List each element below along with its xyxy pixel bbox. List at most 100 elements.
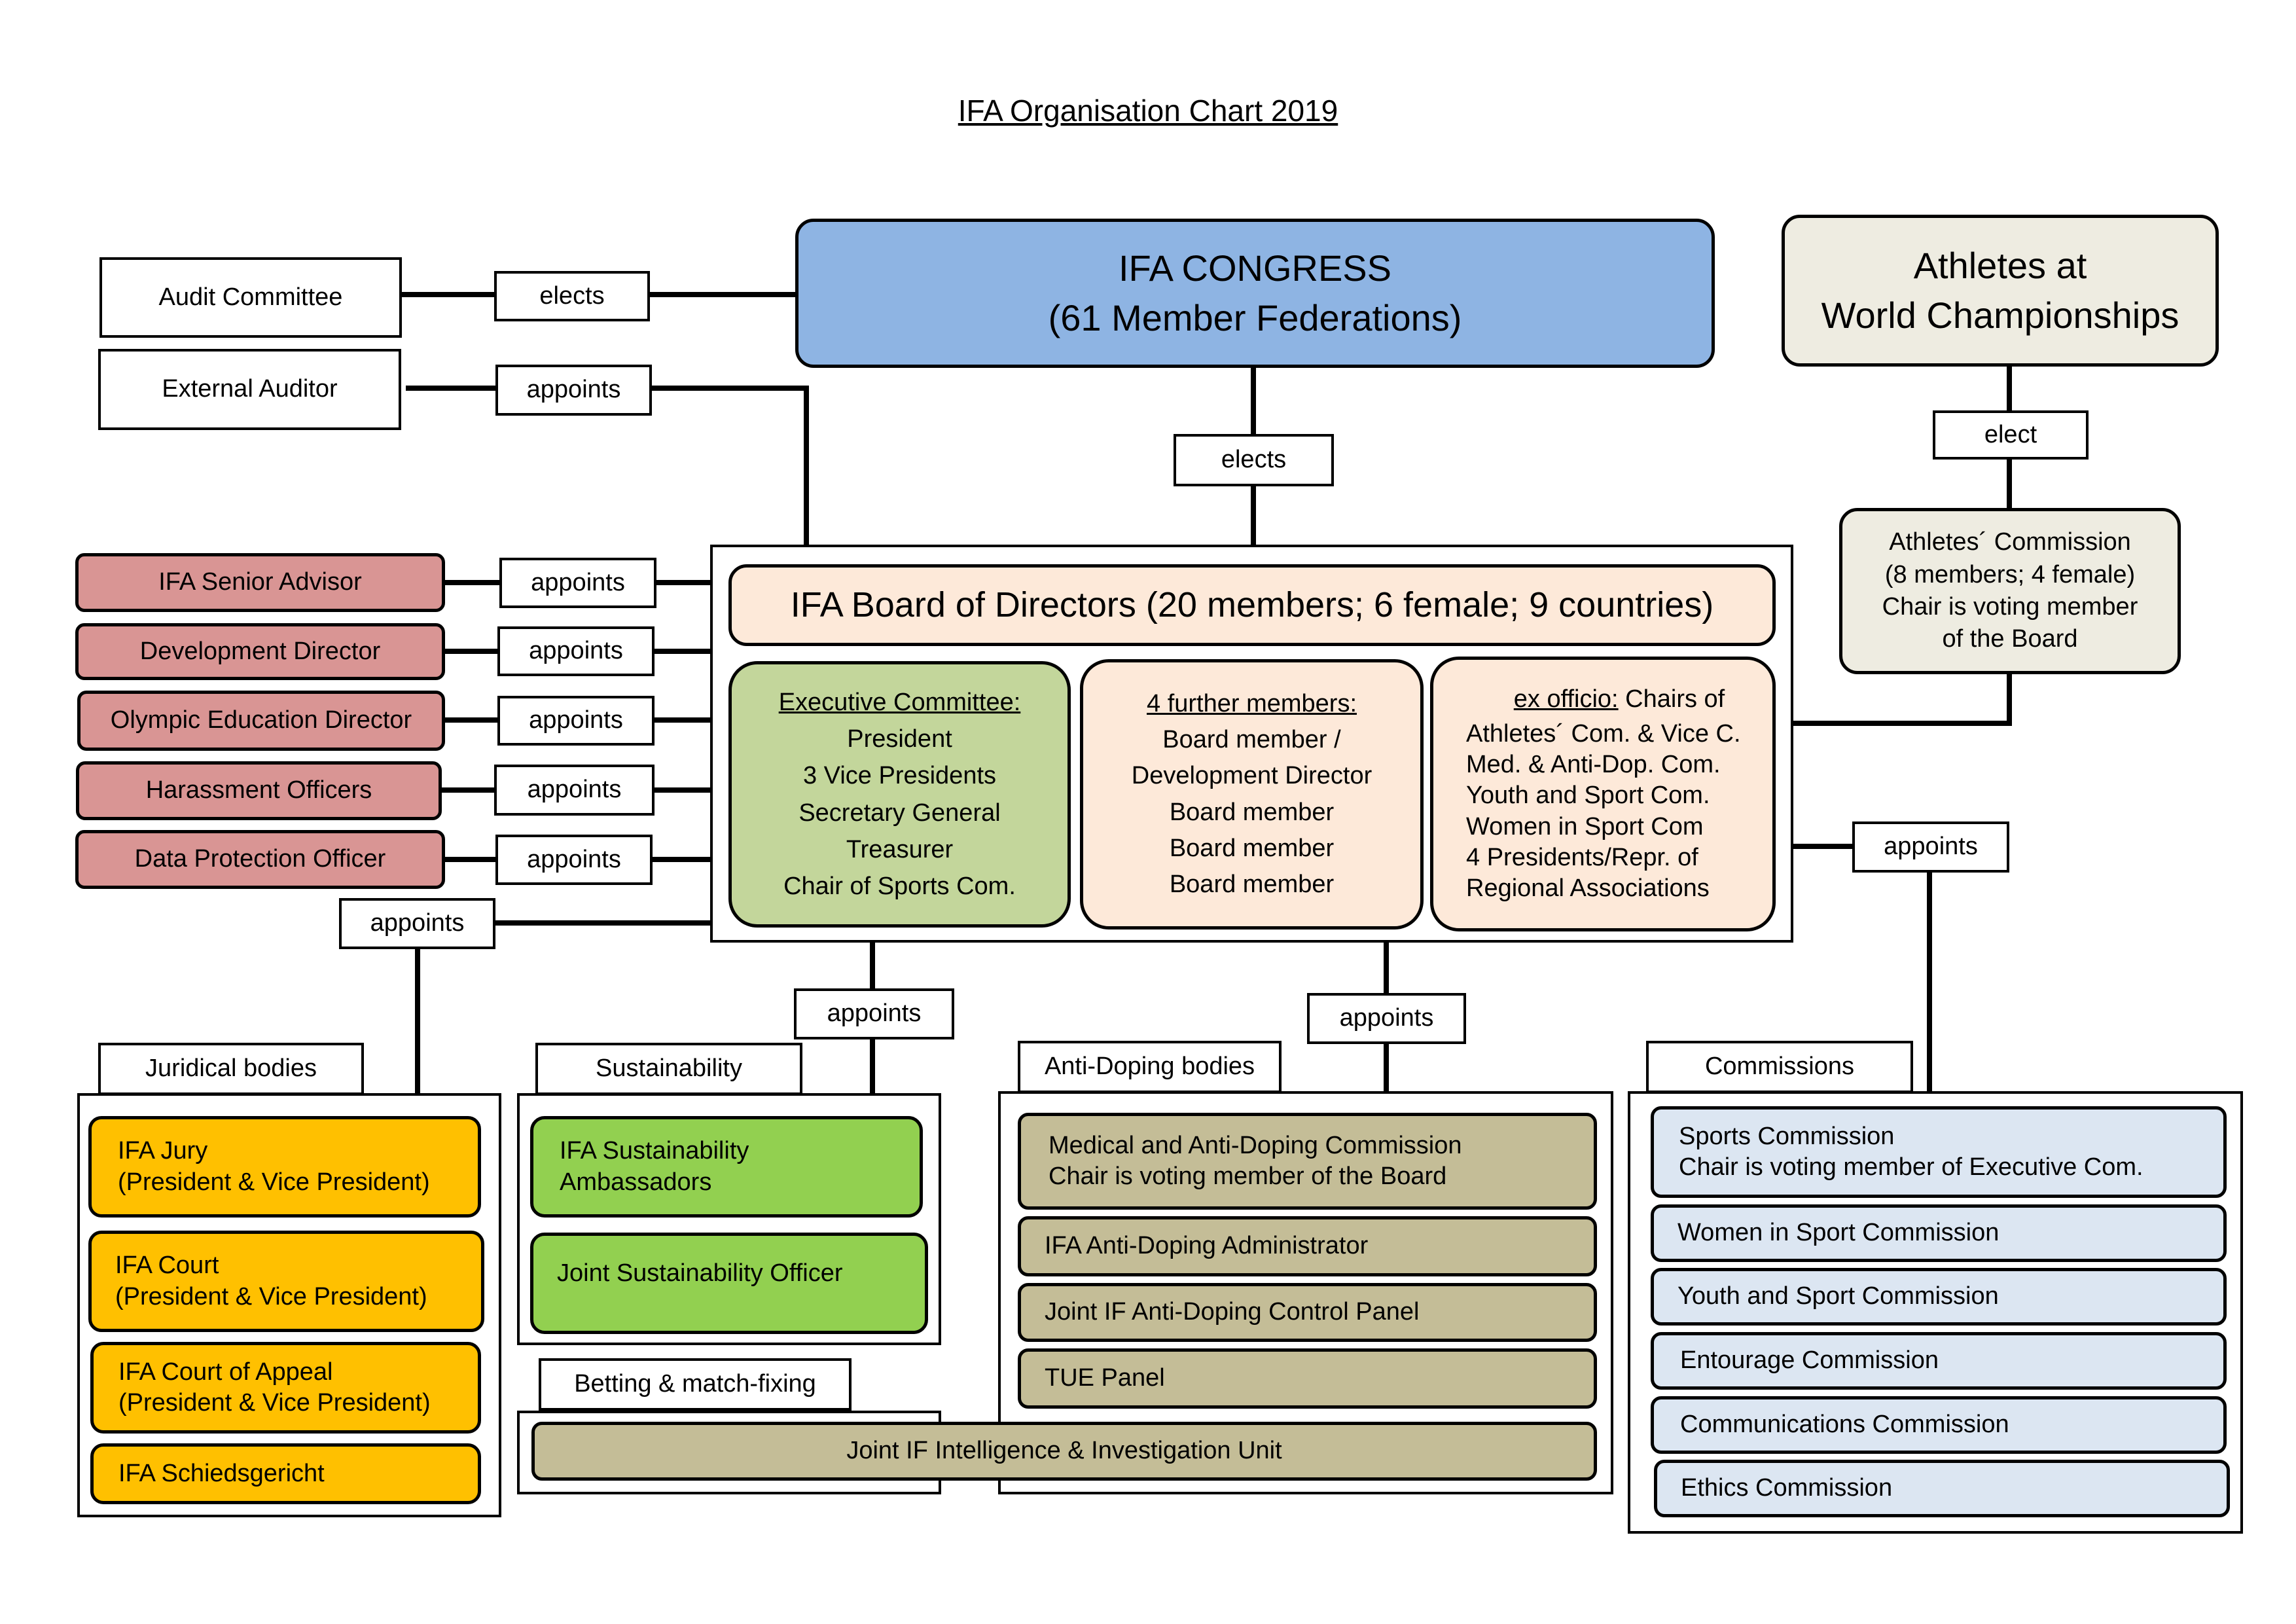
communications-commission: Communications Commission [1651, 1396, 2227, 1454]
athletes-commission-line: of the Board [1942, 625, 2078, 653]
juridical-heading: Juridical bodies [98, 1043, 364, 1095]
sustainability-heading: Sustainability [535, 1043, 802, 1095]
joint-intelligence-unit: Joint IF Intelligence & Investigation Un… [531, 1422, 1597, 1481]
connector-label: appoints [527, 845, 621, 873]
athletes-commission-line: Chair is voting member [1882, 593, 2138, 621]
appoints-connector: appoints [495, 835, 653, 885]
betting-heading: Betting & match-fixing [539, 1358, 852, 1411]
juridical-item-line1: IFA Jury [118, 1137, 208, 1164]
youth-and-sport-commission: Youth and Sport Commission [1651, 1268, 2227, 1326]
appointee-olympic-education-director: Olympic Education Director [77, 691, 445, 751]
ifa-sustainability-ambassadors: IFA Sustainability Ambassadors [530, 1116, 923, 1218]
commission-line1: Women in Sport Commission [1677, 1219, 2000, 1247]
appointee-label: Harassment Officers [145, 776, 372, 804]
athletes-commission: Athletes´ Commission (8 members; 4 femal… [1839, 508, 2181, 674]
anti-doping-item-line1: Joint IF Anti-Doping Control Panel [1045, 1298, 1420, 1326]
entourage-commission: Entourage Commission [1651, 1332, 2227, 1390]
board-header: IFA Board of Directors (20 members; 6 fe… [728, 564, 1776, 646]
appoints-juridical-connector: appoints [339, 898, 495, 949]
juridical-item-line1: IFA Schiedsgericht [118, 1459, 325, 1487]
further-member: Board member / [1162, 726, 1341, 754]
elect-commission-connector: elect [1933, 410, 2089, 460]
athletes-commission-line: Athletes´ Commission [1889, 528, 2131, 556]
ifa-court: IFA Court (President & Vice President) [88, 1231, 484, 1332]
ethics-commission: Ethics Commission [1654, 1460, 2230, 1517]
juridical-item-line1: IFA Court [115, 1252, 219, 1279]
sustainability-item-line2: Ambassadors [560, 1168, 712, 1196]
executive-committee: Executive Committee: President 3 Vice Pr… [728, 661, 1071, 928]
connector-label: appoints [1339, 1004, 1434, 1032]
anti-doping-item-line1: IFA Anti-Doping Administrator [1045, 1232, 1369, 1260]
ex-officio-member: 4 Presidents/Repr. of [1466, 843, 1698, 871]
executive-member: President [847, 725, 952, 753]
appoints-commissions-connector: appoints [1852, 821, 2009, 873]
connector-label: elect [1984, 420, 2037, 448]
juridical-item-line1: IFA Court of Appeal [118, 1358, 333, 1386]
appointee-harassment-officers: Harassment Officers [76, 761, 442, 820]
executive-member: Chair of Sports Com. [783, 872, 1016, 900]
ifa-congress: IFA CONGRESS (61 Member Federations) [795, 219, 1715, 368]
executive-committee-title: Executive Committee: [778, 688, 1021, 716]
further-members: 4 further members: Board member / Develo… [1080, 659, 1424, 929]
anti-doping-item-line2: Chair is voting member of the Board [1049, 1163, 1447, 1190]
elects-board-connector: elects [1174, 434, 1334, 486]
executive-member: Treasurer [846, 835, 954, 863]
congress-title: IFA CONGRESS [1119, 247, 1391, 289]
connector-label: appoints [531, 568, 625, 596]
anti-doping-control-panel: Joint IF Anti-Doping Control Panel [1018, 1283, 1597, 1342]
ex-officio-title-rest: Chairs of [1618, 685, 1725, 713]
connector-label: elects [539, 281, 605, 310]
external-auditor: External Auditor [98, 349, 401, 430]
connector-label: appoints [370, 909, 465, 937]
juridical-item-line2: (President & Vice President) [118, 1168, 430, 1196]
external-auditor-label: External Auditor [162, 375, 338, 403]
betting-heading-label: Betting & match-fixing [574, 1370, 816, 1398]
ifa-schiedsgericht: IFA Schiedsgericht [90, 1443, 481, 1504]
connector-label: appoints [529, 706, 623, 734]
appointee-senior-advisor: IFA Senior Advisor [75, 553, 445, 612]
connector-label: appoints [529, 637, 623, 665]
commission-line1: Communications Commission [1680, 1411, 2009, 1439]
ex-officio-member: Athletes´ Com. & Vice C. [1466, 720, 1741, 748]
ex-officio-member: Med. & Anti-Dop. Com. [1466, 751, 1721, 779]
anti-doping-administrator: IFA Anti-Doping Administrator [1018, 1216, 1597, 1276]
appoints-connector: appoints [497, 626, 655, 676]
executive-member: 3 Vice Presidents [802, 762, 997, 790]
connector-label: appoints [527, 776, 622, 804]
further-member: Board member [1169, 798, 1335, 826]
ex-officio-member: Regional Associations [1466, 874, 1710, 902]
appointee-data-protection-officer: Data Protection Officer [75, 830, 445, 889]
sustainability-heading-label: Sustainability [596, 1055, 742, 1083]
appoints-auditor-connector: appoints [495, 365, 652, 416]
chart-title: IFA Organisation Chart 2019 [958, 94, 1338, 128]
sports-commission: Sports Commission Chair is voting member… [1651, 1106, 2227, 1198]
athletes-wc-line1: Athletes at [1913, 245, 2087, 287]
audit-committee: Audit Committee [99, 257, 402, 338]
sustainability-item-line1: IFA Sustainability [560, 1137, 749, 1164]
anti-doping-heading-label: Anti-Doping bodies [1044, 1053, 1255, 1081]
ex-officio-members: ex officio: Chairs of Athletes´ Com. & V… [1430, 657, 1776, 931]
joint-sustainability-officer: Joint Sustainability Officer [530, 1233, 928, 1334]
athletes-wc-line2: World Championships [1821, 295, 2179, 336]
commission-line2: Chair is voting member of Executive Com. [1679, 1153, 2144, 1181]
ex-officio-member: Women in Sport Com [1466, 812, 1704, 840]
appoints-connector: appoints [499, 558, 656, 608]
commissions-heading-label: Commissions [1704, 1053, 1855, 1081]
appointee-label: Data Protection Officer [134, 845, 386, 873]
appointee-development-director: Development Director [75, 623, 445, 680]
elects-audit-connector: elects [494, 271, 650, 321]
audit-committee-label: Audit Committee [158, 283, 343, 311]
appoints-connector: appoints [494, 765, 655, 816]
ifa-court-of-appeal: IFA Court of Appeal (President & Vice Pr… [90, 1342, 481, 1434]
commission-line1: Entourage Commission [1680, 1346, 1939, 1375]
ex-officio-title-row: ex officio: Chairs of [1514, 684, 1725, 715]
athletes-commission-line: (8 members; 4 female) [1884, 560, 2136, 588]
ifa-jury: IFA Jury (President & Vice President) [88, 1116, 481, 1218]
commissions-heading: Commissions [1646, 1041, 1913, 1093]
ex-officio-member: Youth and Sport Com. [1466, 782, 1710, 810]
appointee-label: Olympic Education Director [110, 706, 412, 734]
appoints-sustainability-connector: appoints [794, 988, 954, 1039]
further-member: Board member [1169, 870, 1335, 898]
